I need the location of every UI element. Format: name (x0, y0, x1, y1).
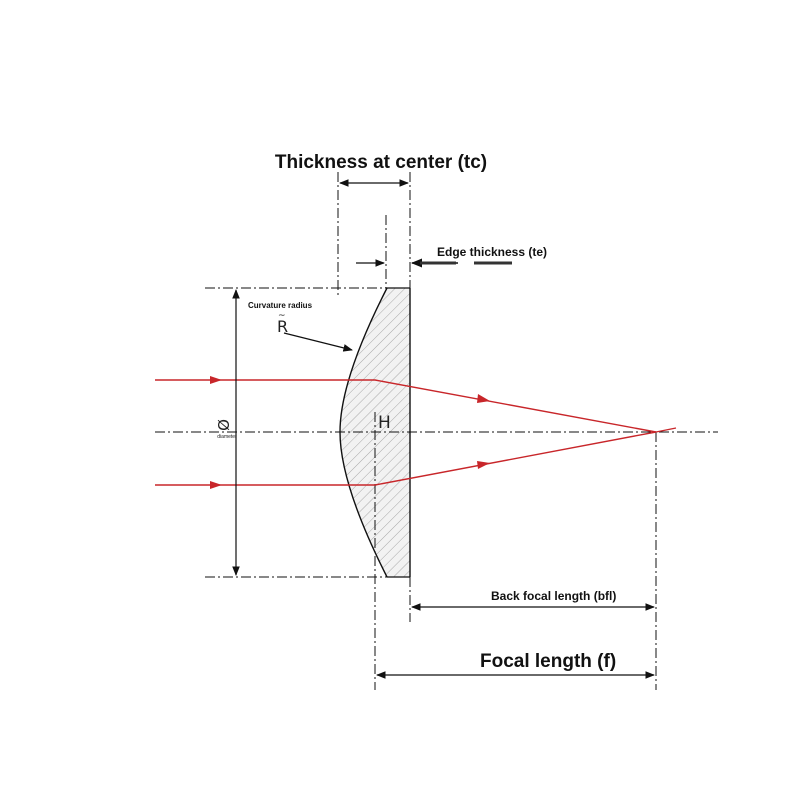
extension-lines (155, 172, 718, 690)
ray-arrow-top-in (210, 376, 222, 384)
diameter-symbol: Ø (215, 419, 233, 431)
ray-arrow-bottom-in (210, 481, 222, 489)
radius-leader (283, 332, 353, 352)
radius-overmark: ~ (278, 311, 286, 321)
focal-length-label: Focal length (f) (480, 651, 616, 672)
curvature-radius-label: Curvature radius (248, 301, 313, 310)
edge-thickness-label: Edge thickness (te) (437, 245, 547, 259)
principal-plane-label: H (378, 413, 391, 433)
thickness-center-label: Thickness at center (tc) (275, 152, 487, 173)
back-focal-length-label: Back focal length (bfl) (491, 589, 616, 603)
radius-symbol: R (277, 317, 288, 336)
diameter-word: diameter (217, 434, 237, 440)
ray-top (155, 379, 657, 433)
ray-arrow-top-out (477, 394, 490, 403)
ray-arrows (210, 376, 490, 489)
ray-bottom (155, 431, 657, 486)
light-rays (155, 379, 677, 486)
ray-past-focus (655, 427, 677, 433)
ray-arrow-bottom-out (477, 461, 490, 469)
